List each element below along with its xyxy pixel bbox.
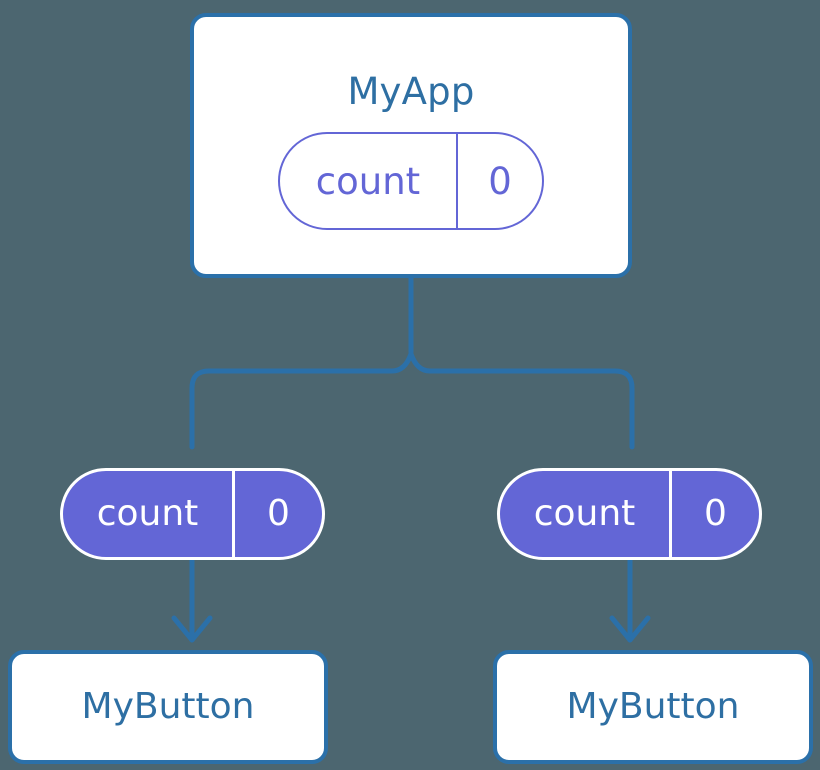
component-node-myapp[interactable]: MyApp <box>190 13 632 278</box>
left-arrowhead-icon <box>171 615 213 643</box>
state-value-label: 0 <box>704 493 727 534</box>
state-pill-root[interactable]: count 0 <box>278 132 544 230</box>
connector-branch-bar <box>189 351 635 450</box>
state-value-label: 0 <box>267 493 290 534</box>
component-node-mybutton-left[interactable]: MyButton <box>8 650 328 764</box>
right-arrowhead-icon <box>609 615 651 643</box>
state-key-label: count <box>500 471 672 557</box>
component-node-mybutton-right[interactable]: MyButton <box>493 650 813 764</box>
state-pill-child-left[interactable]: count 0 <box>60 468 325 560</box>
component-title-myapp: MyApp <box>347 70 475 113</box>
component-title-mybutton: MyButton <box>81 686 255 727</box>
state-pill-child-right[interactable]: count 0 <box>497 468 762 560</box>
component-title-mybutton: MyButton <box>566 686 740 727</box>
state-key-label: count <box>280 134 458 228</box>
state-value-label: 0 <box>488 159 512 203</box>
state-key-label: count <box>63 471 235 557</box>
